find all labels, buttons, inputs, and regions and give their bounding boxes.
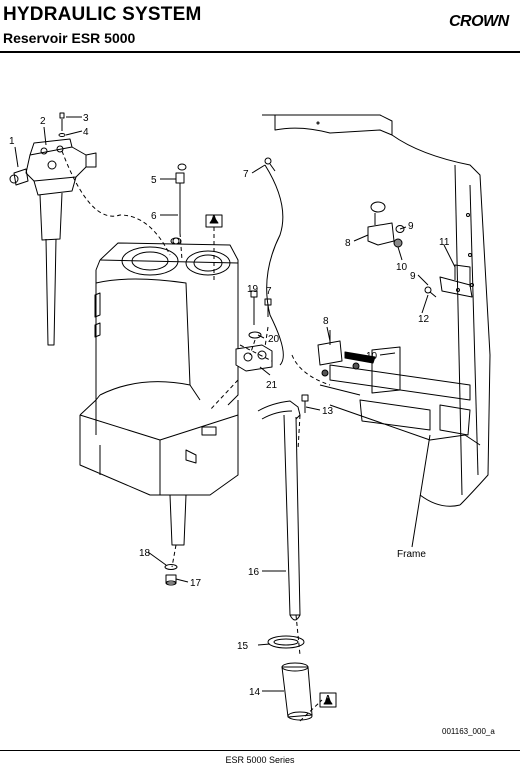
crown-logo: CROWN [449,13,510,30]
frame-label: Frame [397,549,426,560]
footer-rule [0,750,520,751]
view-marker-a-bottom [319,692,337,708]
view-label-a-top: A [211,214,217,223]
callout-11: 11 [439,237,450,248]
svg-text:CROWN: CROWN [449,13,510,30]
callout-1: 1 [9,136,15,147]
callout-8: 8 [345,238,351,249]
plate-11 [439,264,473,298]
upper-bracket [367,201,395,246]
callout-6: 6 [151,211,157,222]
bolt-13 [301,394,309,413]
callout-10b: 10 [366,351,378,362]
bolt-12 [424,286,437,298]
clamp-block-21 [235,344,273,372]
truck-frame [262,114,491,507]
callout-5: 5 [151,175,157,186]
washer-18 [164,564,178,570]
figure-reference: 001163_000_a [442,727,495,736]
reservoir-tank [79,237,239,546]
washer-9a [395,225,405,233]
footer-series: ESR 5000 Series [225,755,295,765]
callout-7: 7 [243,169,249,180]
callout-2: 2 [40,116,46,127]
callout-13: 13 [322,406,334,417]
dipstick [170,163,187,245]
callout-10: 10 [396,262,408,273]
callout-15: 15 [237,641,249,652]
filter-assembly [9,112,97,346]
page-title: HYDRAULIC SYSTEM [3,4,202,25]
assembly-lines [61,150,331,722]
bolt-19 [250,290,258,325]
clamp-15 [267,635,305,649]
callout-8b: 8 [323,316,329,327]
washer-20 [248,331,262,339]
nut-10a [393,238,403,248]
page-subtitle: Reservoir ESR 5000 [3,30,136,46]
bolt-7-frame [264,157,276,172]
header-rule [0,51,520,53]
callout-17: 17 [190,578,202,589]
bolt-7-clamp [264,298,272,317]
callout-7b: 7 [266,286,272,297]
callout-12: 12 [418,314,430,325]
return-tube-16 [257,400,301,621]
nut-10b [321,362,360,377]
callout-14: 14 [249,687,261,698]
view-label-a-bottom: A [325,694,331,703]
callout-21: 21 [266,380,278,391]
callout-leaders [14,116,456,692]
callout-20: 20 [268,334,280,345]
callout-19: 19 [247,284,259,295]
callout-16: 16 [248,567,260,578]
callout-9b: 9 [410,271,416,282]
drain-plug-17 [165,574,177,586]
callout-18: 18 [139,548,151,559]
strainer-14 [281,662,313,721]
callout-4: 4 [83,127,89,138]
lower-bracket-8 [317,330,376,366]
reservoir-exploded-diagram: 1 2 3 4 5 6 7 8 9 10 11 12 13 14 15 16 1… [9,112,491,722]
callout-9: 9 [408,221,414,232]
callout-3: 3 [83,113,89,124]
